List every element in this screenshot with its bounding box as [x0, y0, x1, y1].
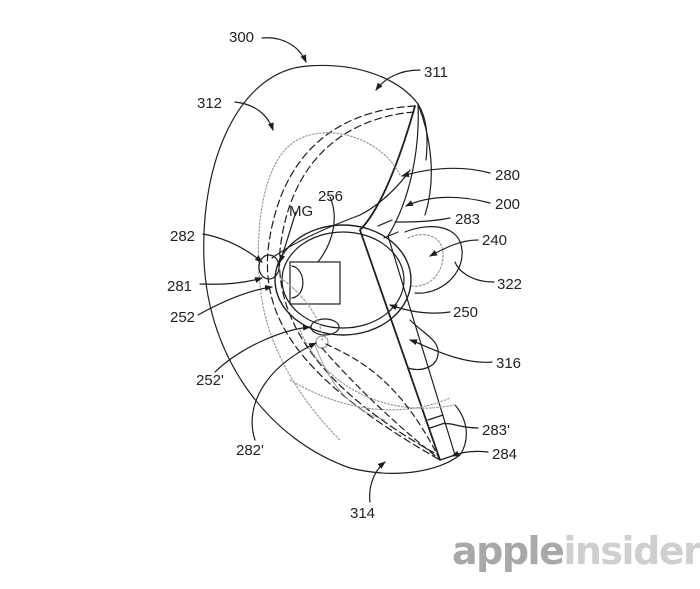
ref-label-252: 252	[170, 309, 196, 326]
ref-label-282: 282	[170, 228, 196, 245]
watermark-apple: apple	[452, 529, 565, 573]
ref-label-280: 280	[495, 167, 521, 184]
ref-label-283-prime: 283'	[482, 422, 510, 439]
ref-label-200: 200	[495, 196, 521, 213]
ref-label-300: 300	[229, 29, 255, 46]
appleinsider-watermark: appleinsider	[452, 532, 700, 570]
ref-label-283: 283	[455, 211, 481, 228]
ref-label-mg: MG	[289, 203, 314, 220]
ref-label-282-prime: 282'	[236, 442, 264, 459]
component-256	[289, 261, 341, 305]
sensor-282	[258, 254, 280, 280]
earbud-body-inner	[281, 231, 405, 329]
ref-label-322: 322	[497, 276, 523, 293]
ref-label-252-prime: 252'	[196, 372, 224, 389]
ref-label-311: 311	[424, 64, 448, 81]
ref-label-284: 284	[492, 446, 518, 463]
watermark-insider: insider	[563, 529, 700, 573]
ref-label-312: 312	[197, 95, 223, 112]
ref-label-314: 314	[350, 505, 376, 522]
outer-ear-outline	[203, 65, 467, 474]
sensor-282p	[315, 335, 329, 349]
sensor-252p	[310, 318, 340, 336]
ref-label-256: 256	[318, 188, 344, 205]
ref-label-316: 316	[496, 355, 522, 372]
ref-label-240: 240	[482, 232, 508, 249]
ref-label-250: 250	[453, 304, 479, 321]
ear-tip-240	[404, 226, 463, 294]
earbud-stem-back	[387, 103, 456, 456]
ref-label-281: 281	[167, 278, 193, 295]
earbud-body-outer	[274, 224, 412, 336]
